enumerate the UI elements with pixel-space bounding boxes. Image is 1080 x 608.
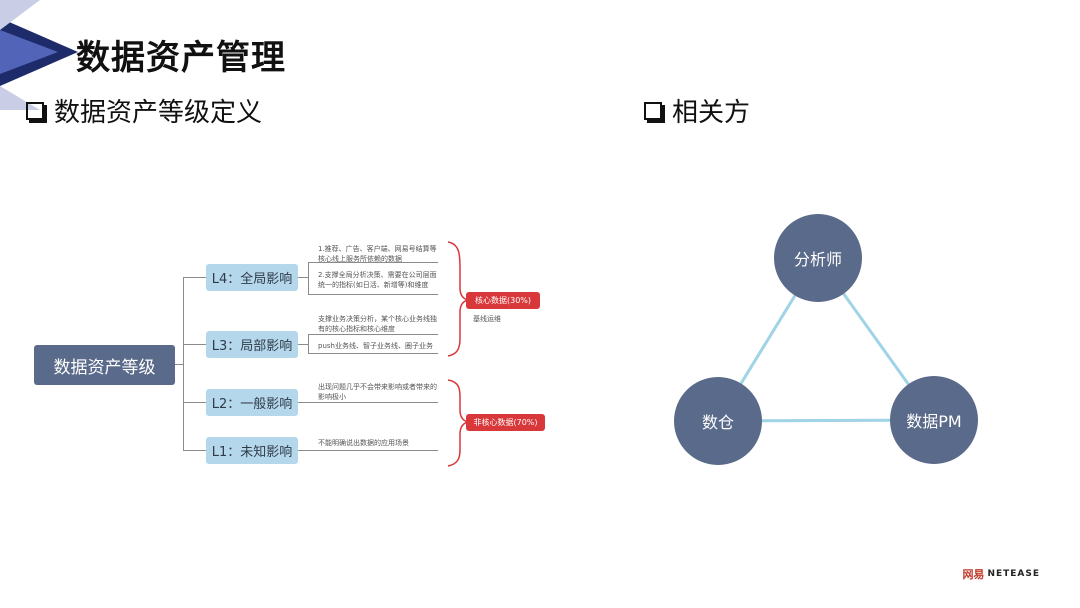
level-l1-description: 不能明确说出数据的应用场景 [318,439,409,447]
level-l3-description-1: 支撑业务决策分析，某个核心业务线独有的核心指标和核心维度 [318,315,437,333]
tag-core-data: 核心数据(30%) [466,292,540,309]
level-l4-description-1: 1.推荐、广告、客户端、网易号结算等核心线上服务所依赖的数据 [318,245,437,263]
tag-non-core-data: 非核心数据(70%) [466,414,545,431]
level-l3: L3：局部影响 [206,331,298,358]
category-brackets [447,241,469,467]
netease-logo: 网易 NETEASE [962,566,1040,582]
node-data-pm: 数据PM [890,376,978,464]
node-data-warehouse: 数仓 [674,377,762,465]
node-analyst: 分析师 [774,214,862,302]
section-heading-stakeholders: 相关方 [644,92,750,129]
logo-en: NETEASE [987,569,1040,579]
tag-core-data-note: 基线运维 [473,315,501,323]
level-l2: L2：一般影响 [206,389,298,416]
logo-cn: 网易 [962,568,985,581]
level-l2-description: 出现问题几乎不会带来影响或者带来的影响极小 [318,383,437,401]
level-l3-description-2: push业务线、智子业务线、圈子业务 [318,342,433,350]
checkbox-bullet-icon [26,101,44,120]
page-title: 数据资产管理 [76,38,286,78]
stakeholder-diagram: 分析师 数仓 数据PM [660,210,1000,480]
level-l4: L4：全局影响 [206,264,298,291]
section-heading-label: 相关方 [672,98,751,128]
header-decoration [0,0,78,110]
checkbox-bullet-icon [644,101,662,120]
level-l1: L1：未知影响 [206,437,298,464]
section-heading-label: 数据资产等级定义 [54,98,263,128]
level-l4-description-2: 2.支撑全局分析决策、需要在公司层面统一的指标(如日活、新增等)和维度 [318,271,437,289]
section-heading-asset-levels: 数据资产等级定义 [26,92,262,129]
mind-map-root: 数据资产等级 [34,345,175,385]
